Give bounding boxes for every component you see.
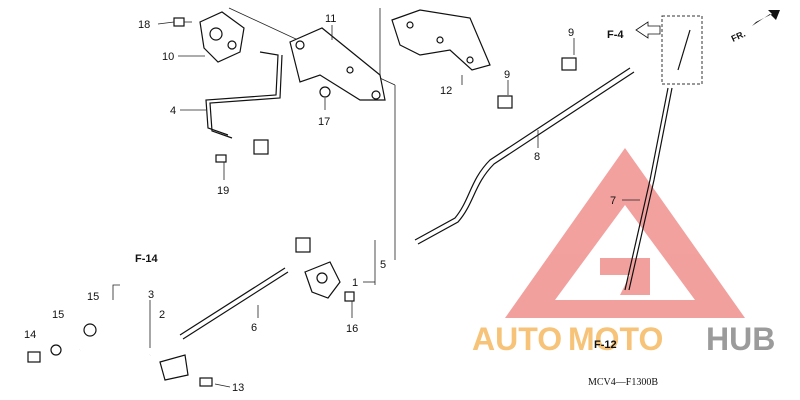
- part-3-clamp[interactable]: [159, 354, 189, 381]
- part-12-bracket[interactable]: [391, 9, 491, 71]
- callout-11[interactable]: 11: [325, 13, 336, 25]
- front-direction-arrow-icon: [752, 10, 780, 26]
- part-1-joint[interactable]: [304, 261, 341, 299]
- part-9-clip-b[interactable]: [497, 95, 513, 109]
- part-4-brake-pipe[interactable]: [205, 51, 279, 136]
- callout-9-upper[interactable]: 9: [568, 27, 574, 39]
- watermark-triangle: [505, 148, 745, 318]
- f4-arrow-icon: [635, 21, 661, 39]
- part-19-bolt[interactable]: [215, 154, 227, 163]
- part-16-bolt[interactable]: [344, 291, 355, 302]
- watermark-inner-mark: [600, 258, 650, 295]
- part-18-bolt[interactable]: [173, 17, 192, 27]
- watermark-moto-text: MOTO: [568, 321, 663, 357]
- watermark-hub-text: HUB: [706, 321, 775, 357]
- callout-10[interactable]: 10: [162, 51, 174, 63]
- part-15-washer-a[interactable]: [50, 344, 62, 356]
- callout-14[interactable]: 14: [24, 329, 36, 341]
- hose-fitting-lower: [295, 237, 311, 253]
- part-2-brake-hose[interactable]: [75, 349, 151, 388]
- callout-7[interactable]: 7: [610, 195, 616, 207]
- part-14-bolt[interactable]: [27, 351, 41, 363]
- watermark-logo: [505, 148, 745, 318]
- callout-1[interactable]: 1: [352, 277, 358, 289]
- f14-arrow-icon: [112, 284, 120, 300]
- detail-hose: [677, 29, 691, 71]
- part-15-washer-b[interactable]: [83, 323, 97, 337]
- reference-f12[interactable]: F-12: [594, 339, 617, 351]
- callout-19[interactable]: 19: [217, 185, 229, 197]
- callout-5[interactable]: 5: [380, 259, 386, 271]
- watermark-auto-text: AUTO: [472, 321, 562, 357]
- watermark-wordmark: AUTO MOTO HUB: [472, 321, 775, 357]
- callout-16[interactable]: 16: [346, 323, 358, 335]
- callout-12[interactable]: 12: [440, 85, 452, 97]
- detail-box-f4: [661, 15, 703, 85]
- part-8-brake-hose[interactable]: [414, 67, 631, 241]
- front-direction-label: FR.: [730, 29, 747, 44]
- callout-15-right[interactable]: 15: [87, 291, 99, 303]
- hose-fitting-upper: [253, 139, 269, 155]
- callout-6[interactable]: 6: [251, 322, 257, 334]
- callout-17[interactable]: 17: [318, 116, 330, 128]
- part-11-bracket[interactable]: [289, 27, 386, 101]
- callout-9-lower[interactable]: 9: [504, 69, 510, 81]
- callout-8[interactable]: 8: [534, 151, 540, 163]
- drawing-code: MCV4—F1300B: [588, 377, 658, 388]
- part-17-bolt[interactable]: [319, 86, 331, 98]
- callout-13[interactable]: 13: [232, 382, 244, 394]
- reference-f4[interactable]: F-4: [607, 29, 624, 41]
- callout-3[interactable]: 3: [148, 289, 154, 301]
- reference-f14[interactable]: F-14: [135, 253, 159, 265]
- part-10-three-way-joint[interactable]: [199, 11, 245, 63]
- callout-18[interactable]: 18: [138, 19, 150, 31]
- callout-4[interactable]: 4: [170, 105, 176, 117]
- callout-15-left[interactable]: 15: [52, 309, 64, 321]
- part-13-bolt[interactable]: [199, 377, 213, 387]
- part-9-clip-a[interactable]: [561, 57, 577, 71]
- part-6-brake-hose[interactable]: [179, 267, 286, 336]
- callout-2[interactable]: 2: [159, 309, 165, 321]
- part-7-brake-hose[interactable]: [624, 87, 669, 291]
